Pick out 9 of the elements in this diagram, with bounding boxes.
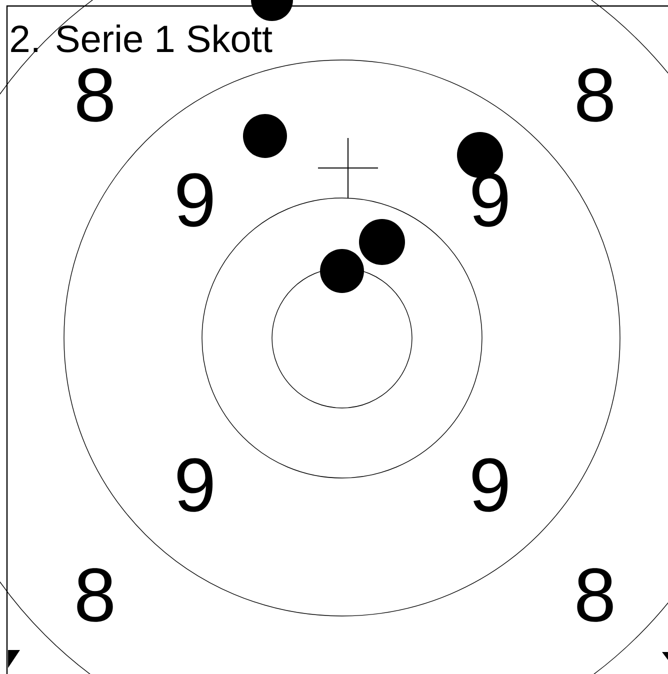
ring-number: 8	[77, 568, 113, 622]
title: 2. Serie 1 Skott	[11, 24, 272, 52]
ring-number: 9	[177, 173, 213, 227]
ring-number: 9	[472, 458, 508, 512]
ring-number: 9	[472, 173, 508, 227]
ring-number: 9	[177, 458, 213, 512]
ring-number: 8	[77, 68, 113, 122]
ring-number: 8	[577, 68, 613, 122]
ring-number: 8	[577, 568, 613, 622]
